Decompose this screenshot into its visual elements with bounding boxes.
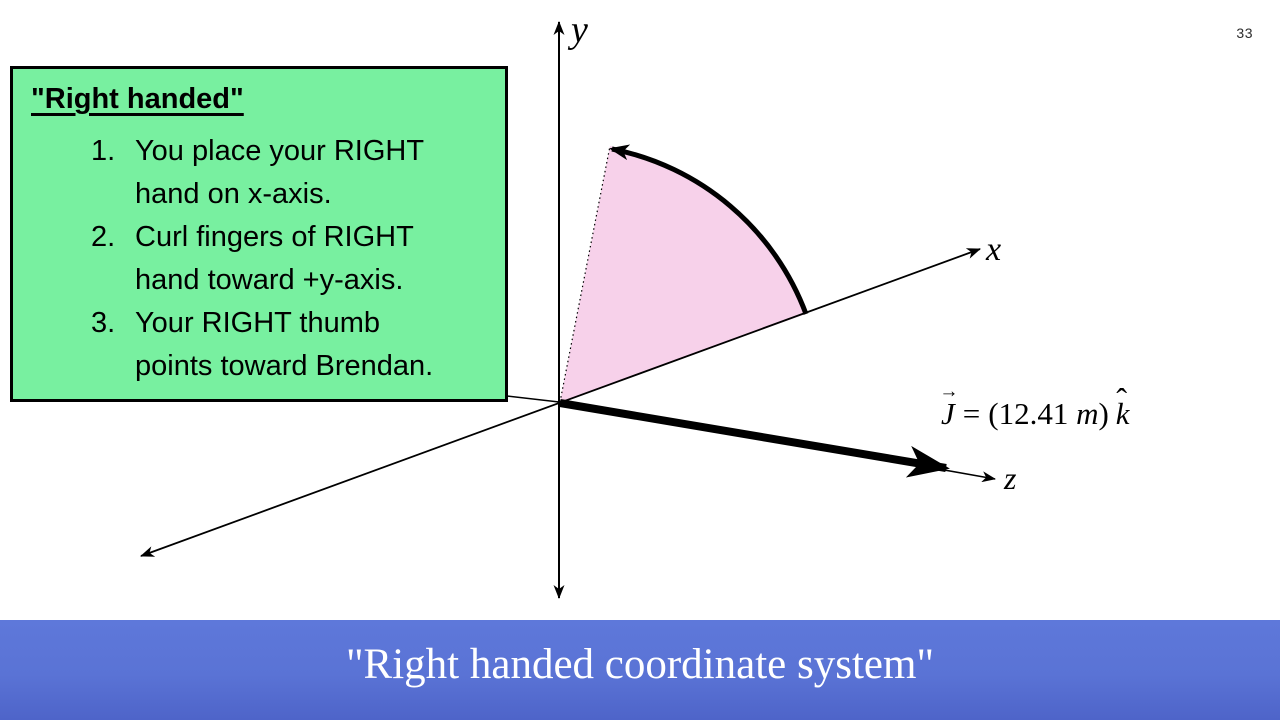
list-item-2: 2. Curl fingers of RIGHT hand toward +y-… <box>91 216 487 302</box>
paren-close: ) <box>1098 396 1109 431</box>
list-item-text: You place your RIGHT hand on x-axis. <box>135 135 425 210</box>
vector-symbol: →J <box>939 381 959 431</box>
vector-arrow-accent: → <box>939 381 959 402</box>
paren-open: ( <box>988 396 999 431</box>
equals-sign: = <box>962 396 981 431</box>
info-box-title: "Right handed" <box>31 83 244 115</box>
list-item-number: 2. <box>91 221 116 253</box>
coordinate-diagram: y x z <box>140 9 1017 599</box>
list-item-1: 1. You place your RIGHT hand on x-axis. <box>91 130 487 216</box>
list-item-text: Curl fingers of RIGHT hand toward +y-axi… <box>135 221 414 296</box>
magnitude-value: 12.41 <box>998 396 1069 431</box>
rotation-sector <box>560 146 806 402</box>
y-axis-label: y <box>567 9 588 51</box>
z-axis-label: z <box>1003 460 1017 496</box>
sector-dotted-edge <box>559 145 611 403</box>
list-item-number: 3. <box>91 307 116 339</box>
page-number: 33 <box>1236 25 1253 41</box>
x-axis-label: x <box>985 231 1001 268</box>
info-box: "Right handed" 1. You place your RIGHT h… <box>10 66 508 402</box>
footer-title: "Right handed coordinate system" <box>345 640 935 688</box>
origin-leader-line <box>506 395 560 403</box>
footer-banner: "Right handed coordinate system" <box>0 620 1280 720</box>
hat-accent: ˆ <box>1116 383 1128 419</box>
list-item-3: 3. Your RIGHT thumb points toward Brenda… <box>91 302 487 388</box>
instruction-list: 1. You place your RIGHT hand on x-axis. … <box>91 130 487 388</box>
unit-symbol: m <box>1076 396 1099 431</box>
j-vector <box>559 399 950 478</box>
list-item-number: 1. <box>91 135 116 167</box>
list-item-text: Your RIGHT thumb points toward Brendan. <box>135 307 434 382</box>
